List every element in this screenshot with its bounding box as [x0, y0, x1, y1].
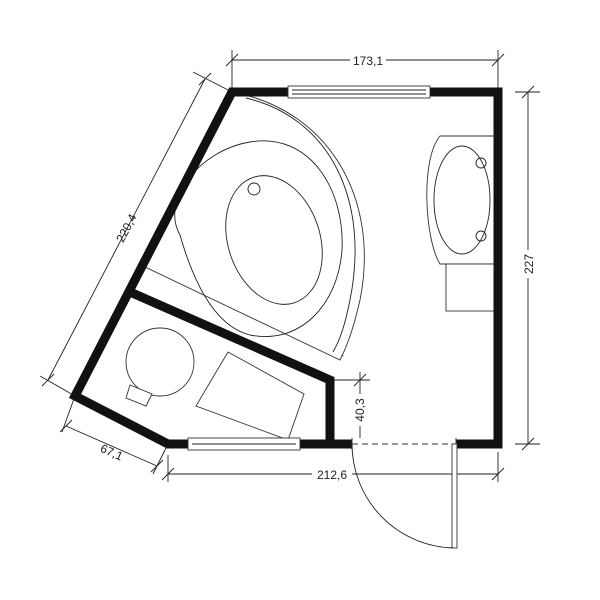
window-bottom	[187, 437, 301, 451]
sink	[426, 135, 495, 265]
cabinet	[445, 263, 495, 312]
walls	[68, 87, 503, 449]
window-top	[287, 85, 431, 99]
door	[351, 438, 458, 549]
dim-bottom-label: 212,6	[317, 468, 347, 482]
toilet	[125, 327, 195, 407]
faucet-icon	[475, 157, 487, 169]
drain-icon	[247, 182, 261, 196]
dim-partition-label: 40,3	[353, 398, 367, 422]
bathtub	[142, 91, 365, 361]
faucet-icon	[475, 230, 487, 242]
dimension-top: 173,1	[225, 50, 505, 90]
dimension-bottom: 212,6	[161, 452, 505, 482]
dim-right-label: 227	[522, 254, 536, 274]
dim-top-label: 173,1	[353, 54, 383, 68]
dim-short-label: 67,1	[98, 441, 125, 463]
dim-diagonal-label: 220,4	[113, 211, 140, 244]
dimension-right: 227	[515, 85, 540, 451]
